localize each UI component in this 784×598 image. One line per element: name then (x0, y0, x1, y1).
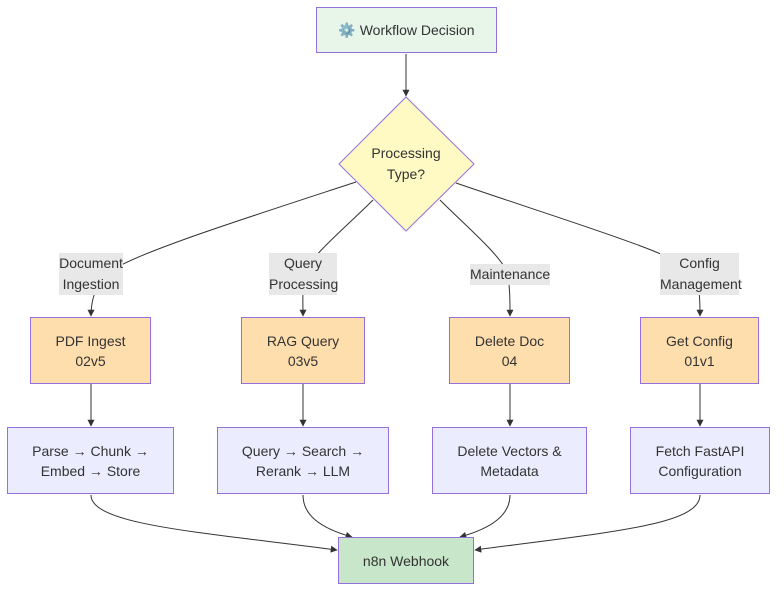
end-node-label: n8n Webhook (362, 552, 450, 569)
step-label: Fetch FastAPI Configuration (655, 442, 745, 479)
edge-decision-to-pdf-ingest (87, 181, 357, 317)
edge-label-query-processing: Query Processing (269, 253, 338, 295)
start-node-label: ⚙️ Workflow Decision (338, 22, 475, 38)
edge-step1-to-end (90, 494, 338, 553)
workflow-get-config: Get Config 01v1 (640, 317, 759, 384)
edge-decision-to-delete-doc (439, 199, 514, 317)
decision-diamond (338, 96, 475, 232)
edge-label-maintenance: Maintenance (470, 264, 550, 285)
step-label: Delete Vectors & Metadata (457, 442, 562, 479)
workflow-label: RAG Query 03v5 (266, 332, 340, 369)
edge-step4-to-end (474, 494, 701, 553)
end-node-n8n-webhook: n8n Webhook (338, 537, 474, 584)
step-fetch-fastapi-configuration: Fetch FastAPI Configuration (630, 427, 770, 494)
edge-label-config-management: Config Management (660, 253, 742, 295)
edge-label-document-ingestion: Document Ingestion (59, 253, 123, 295)
workflow-label: Get Config 01v1 (666, 332, 733, 369)
step-delete-vectors-metadata: Delete Vectors & Metadata (432, 427, 587, 494)
workflow-label: PDF Ingest 02v5 (55, 332, 126, 369)
edge-decision-to-get-config (455, 182, 704, 317)
step-parse-chunk-embed-store: Parse → Chunk → Embed → Store (7, 427, 174, 494)
start-node: ⚙️ Workflow Decision (316, 7, 497, 53)
edge-step3-to-end (459, 494, 511, 539)
workflow-delete-doc: Delete Doc 04 (449, 317, 570, 384)
decision-node-label: Processing Type? (371, 145, 441, 182)
workflow-label: Delete Doc 04 (474, 332, 545, 369)
step-label: Query → Search → Rerank → LLM (241, 442, 365, 479)
step-query-search-rerank-llm: Query → Search → Rerank → LLM (217, 427, 389, 494)
edge-step2-to-end (302, 494, 353, 539)
workflow-rag-query: RAG Query 03v5 (241, 317, 365, 384)
workflow-pdf-ingest: PDF Ingest 02v5 (30, 317, 151, 384)
step-label: Parse → Chunk → Embed → Store (32, 442, 149, 479)
